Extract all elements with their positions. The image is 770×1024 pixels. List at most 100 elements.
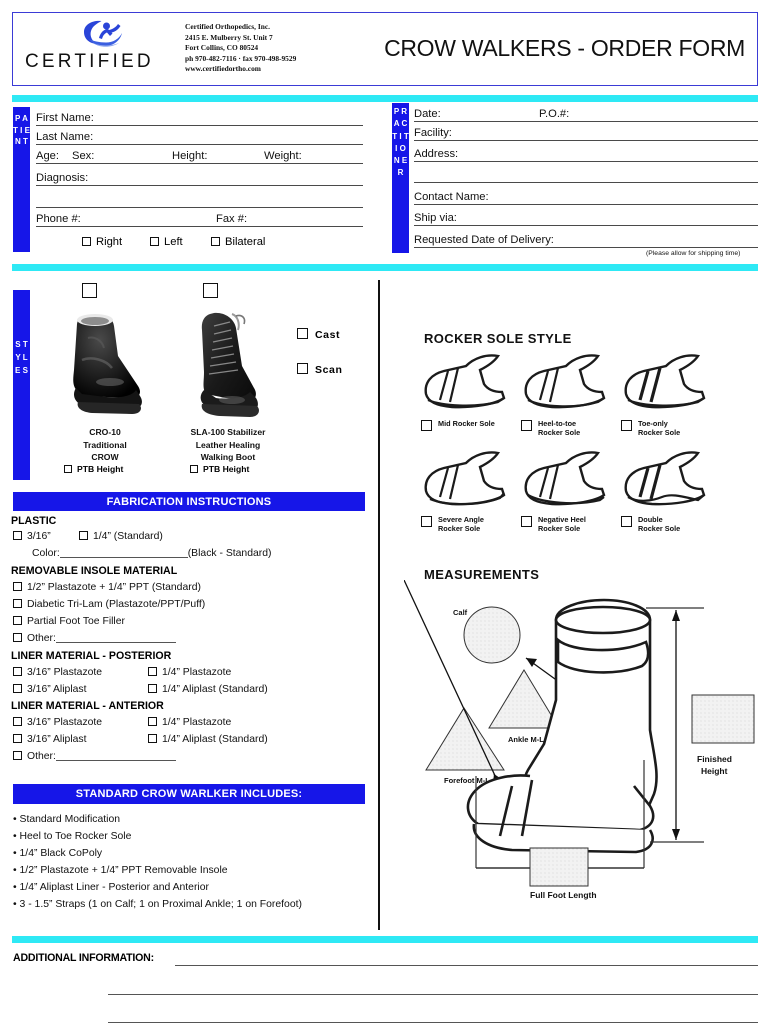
checkbox-right[interactable]: Right — [82, 236, 122, 248]
checkbox-icon[interactable] — [521, 516, 532, 527]
svg-text:Finished: Finished — [697, 754, 732, 764]
rocker-label-line: Rocker Sole — [638, 524, 681, 534]
additional-information-line-1[interactable] — [175, 953, 758, 966]
other-blank-line[interactable] — [55, 751, 176, 761]
checkbox-icon[interactable] — [297, 363, 308, 374]
rocker-option-2-checkbox[interactable] — [521, 417, 532, 435]
checkbox-icon[interactable] — [190, 465, 198, 473]
checkbox-icon[interactable] — [13, 684, 22, 693]
checkbox-icon[interactable] — [13, 633, 22, 642]
cyan-divider-bottom — [12, 936, 758, 943]
checkbox-icon[interactable] — [64, 465, 72, 473]
checkbox-icon[interactable] — [150, 237, 159, 246]
checkbox-icon[interactable] — [13, 599, 22, 608]
checkbox-icon[interactable] — [13, 751, 22, 760]
additional-information-line-3[interactable] — [108, 1010, 758, 1023]
includes-item: • 1/2” Plastazote + 1/4” PPT Removable I… — [13, 865, 228, 876]
field-diagnosis-line2[interactable] — [36, 186, 363, 208]
checkbox-icon[interactable] — [421, 516, 432, 527]
checkbox-left[interactable]: Left — [150, 236, 183, 248]
checkbox-icon[interactable] — [13, 582, 22, 591]
fab-group-insole-title: REMOVABLE INSOLE MATERIAL — [11, 565, 178, 577]
fab-post-1-4-plastazote[interactable]: 1/4” Plastazote — [148, 667, 231, 678]
checkbox-icon[interactable] — [13, 717, 22, 726]
fab-plastic-1-4[interactable]: 1/4” (Standard) — [79, 531, 163, 542]
checkbox-icon[interactable] — [421, 420, 432, 431]
checkbox-icon[interactable] — [13, 734, 22, 743]
checkbox-icon[interactable] — [148, 684, 157, 693]
field-last-name[interactable]: Last Name: — [36, 126, 363, 145]
fab-post-1-4-aliplast[interactable]: 1/4” Aliplast (Standard) — [148, 684, 268, 695]
fab-plastic-color[interactable]: Color:(Black - Standard) — [32, 548, 271, 559]
field-ship-via[interactable]: Ship via: — [414, 205, 758, 226]
fab-ant-1-4-plastazote[interactable]: 1/4” Plastazote — [148, 717, 231, 728]
additional-information-line-2[interactable] — [108, 982, 758, 995]
field-address[interactable]: Address: — [414, 141, 758, 162]
shipping-note: (Please allow for shipping time) — [646, 250, 741, 257]
fab-insole-diabetic-trilam[interactable]: Diabetic Tri-Lam (Plastazote/PPT/Puff) — [13, 599, 205, 610]
checkbox-icon[interactable] — [148, 734, 157, 743]
checkbox-icon[interactable] — [82, 283, 97, 298]
svg-text:Height: Height — [701, 766, 728, 776]
rocker-option-1-checkbox[interactable] — [421, 417, 432, 435]
checkbox-label: Other: — [27, 633, 56, 644]
fab-ant-other[interactable]: Other: — [13, 751, 176, 762]
rocker-label-line: Toe-only — [638, 419, 668, 428]
field-phone-fax[interactable]: Phone #: Fax #: — [36, 208, 363, 227]
header-box: CERTIFIED Certified Orthopedics, Inc. 24… — [12, 12, 758, 86]
rocker-option-6-label: Double Rocker Sole — [638, 515, 680, 534]
checkbox-icon[interactable] — [621, 420, 632, 431]
checkbox-icon[interactable] — [211, 237, 220, 246]
field-label-weight: Weight: — [264, 150, 302, 162]
other-blank-line[interactable] — [55, 633, 176, 643]
field-requested-delivery[interactable]: Requested Date of Delivery: — [414, 226, 758, 248]
style-1-ptb-height[interactable]: PTB Height — [64, 464, 123, 474]
capture-option-scan[interactable]: Scan — [297, 363, 343, 376]
checkbox-icon[interactable] — [521, 420, 532, 431]
fab-ant-3-16-aliplast[interactable]: 3/16” Aliplast — [13, 734, 87, 745]
style-2-checkbox[interactable] — [203, 283, 218, 302]
field-date-po[interactable]: Date: P.O.#: — [414, 103, 758, 122]
fab-post-3-16-aliplast[interactable]: 3/16” Aliplast — [13, 684, 87, 695]
color-blank-line[interactable] — [59, 548, 188, 558]
includes-item: • 3 - 1.5” Straps (1 on Calf; 1 on Proxi… — [13, 899, 302, 910]
style-1-line-1: CRO-10 — [89, 427, 121, 437]
checkbox-icon[interactable] — [148, 717, 157, 726]
fab-insole-plastazote-ppt[interactable]: 1/2” Plastazote + 1/4” PPT (Standard) — [13, 582, 201, 593]
checkbox-icon[interactable] — [13, 667, 22, 676]
rocker-option-4-checkbox[interactable] — [421, 513, 432, 531]
fab-insole-other[interactable]: Other: — [13, 633, 176, 644]
field-address-line2[interactable] — [414, 162, 758, 183]
checkbox-icon[interactable] — [148, 667, 157, 676]
style-2-ptb-height[interactable]: PTB Height — [190, 464, 249, 474]
field-facility[interactable]: Facility: — [414, 122, 758, 141]
field-label: Ship via: — [414, 212, 457, 224]
rocker-option-5-checkbox[interactable] — [521, 513, 532, 531]
checkbox-icon[interactable] — [79, 531, 88, 540]
checkbox-icon[interactable] — [13, 531, 22, 540]
field-contact-name[interactable]: Contact Name: — [414, 183, 758, 205]
fab-insole-toe-filler[interactable]: Partial Foot Toe Filler — [13, 616, 125, 627]
checkbox-icon[interactable] — [13, 616, 22, 625]
checkbox-icon[interactable] — [82, 237, 91, 246]
checkbox-bilateral[interactable]: Bilateral — [211, 236, 265, 248]
rocker-option-3-label: Toe-only Rocker Sole — [638, 419, 680, 438]
fab-post-3-16-plastazote[interactable]: 3/16” Plastazote — [13, 667, 102, 678]
rocker-option-3-checkbox[interactable] — [621, 417, 632, 435]
rocker-label-line: Rocker Sole — [538, 428, 581, 438]
field-age-sex-height-weight[interactable]: Age: Sex: Height: Weight: — [36, 145, 363, 164]
fab-ant-1-4-aliplast[interactable]: 1/4” Aliplast (Standard) — [148, 734, 268, 745]
checkbox-icon[interactable] — [621, 516, 632, 527]
rocker-label-line: Severe Angle — [438, 515, 484, 524]
fab-plastic-3-16[interactable]: 3/16” — [13, 531, 51, 542]
fab-ant-3-16-plastazote[interactable]: 3/16” Plastazote — [13, 717, 102, 728]
checkbox-icon[interactable] — [203, 283, 218, 298]
style-1-line-3: CROW — [91, 452, 119, 462]
field-diagnosis[interactable]: Diagnosis: — [36, 164, 363, 186]
rocker-option-6-checkbox[interactable] — [621, 513, 632, 531]
capture-option-cast[interactable]: Cast — [297, 328, 340, 341]
field-first-name[interactable]: First Name: — [36, 107, 363, 126]
style-1-checkbox[interactable] — [82, 283, 97, 302]
checkbox-icon[interactable] — [297, 328, 308, 339]
sla100-stabilizer-leather-healing-walking-boot-photo — [200, 312, 259, 417]
